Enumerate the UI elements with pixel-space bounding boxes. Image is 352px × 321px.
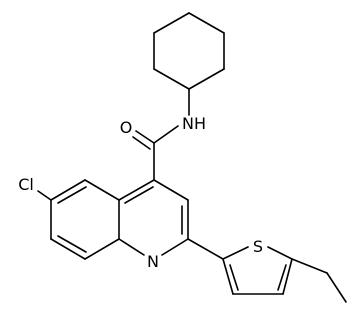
ethyl-group — [291, 258, 347, 303]
atom-label-sulfur: S — [253, 237, 263, 256]
atom-label-oxygen: O — [120, 118, 133, 137]
quinoline-thiophene-bond — [187, 238, 224, 260]
nh-carbonyl-bond — [153, 125, 179, 144]
carbonyl-double-bond — [132, 130, 155, 150]
atom-label-amide-nh: NH — [182, 114, 206, 133]
thiophene-ring — [222, 246, 293, 295]
cyclohexane-ring — [153, 12, 225, 90]
atom-label-chlorine: Cl — [18, 175, 34, 194]
atom-label-ring-nitrogen: N — [147, 252, 159, 271]
quinoline-benzene-ring — [50, 179, 120, 260]
chloro-bond — [37, 190, 52, 201]
quinoline-pyridine-ring — [118, 179, 189, 256]
